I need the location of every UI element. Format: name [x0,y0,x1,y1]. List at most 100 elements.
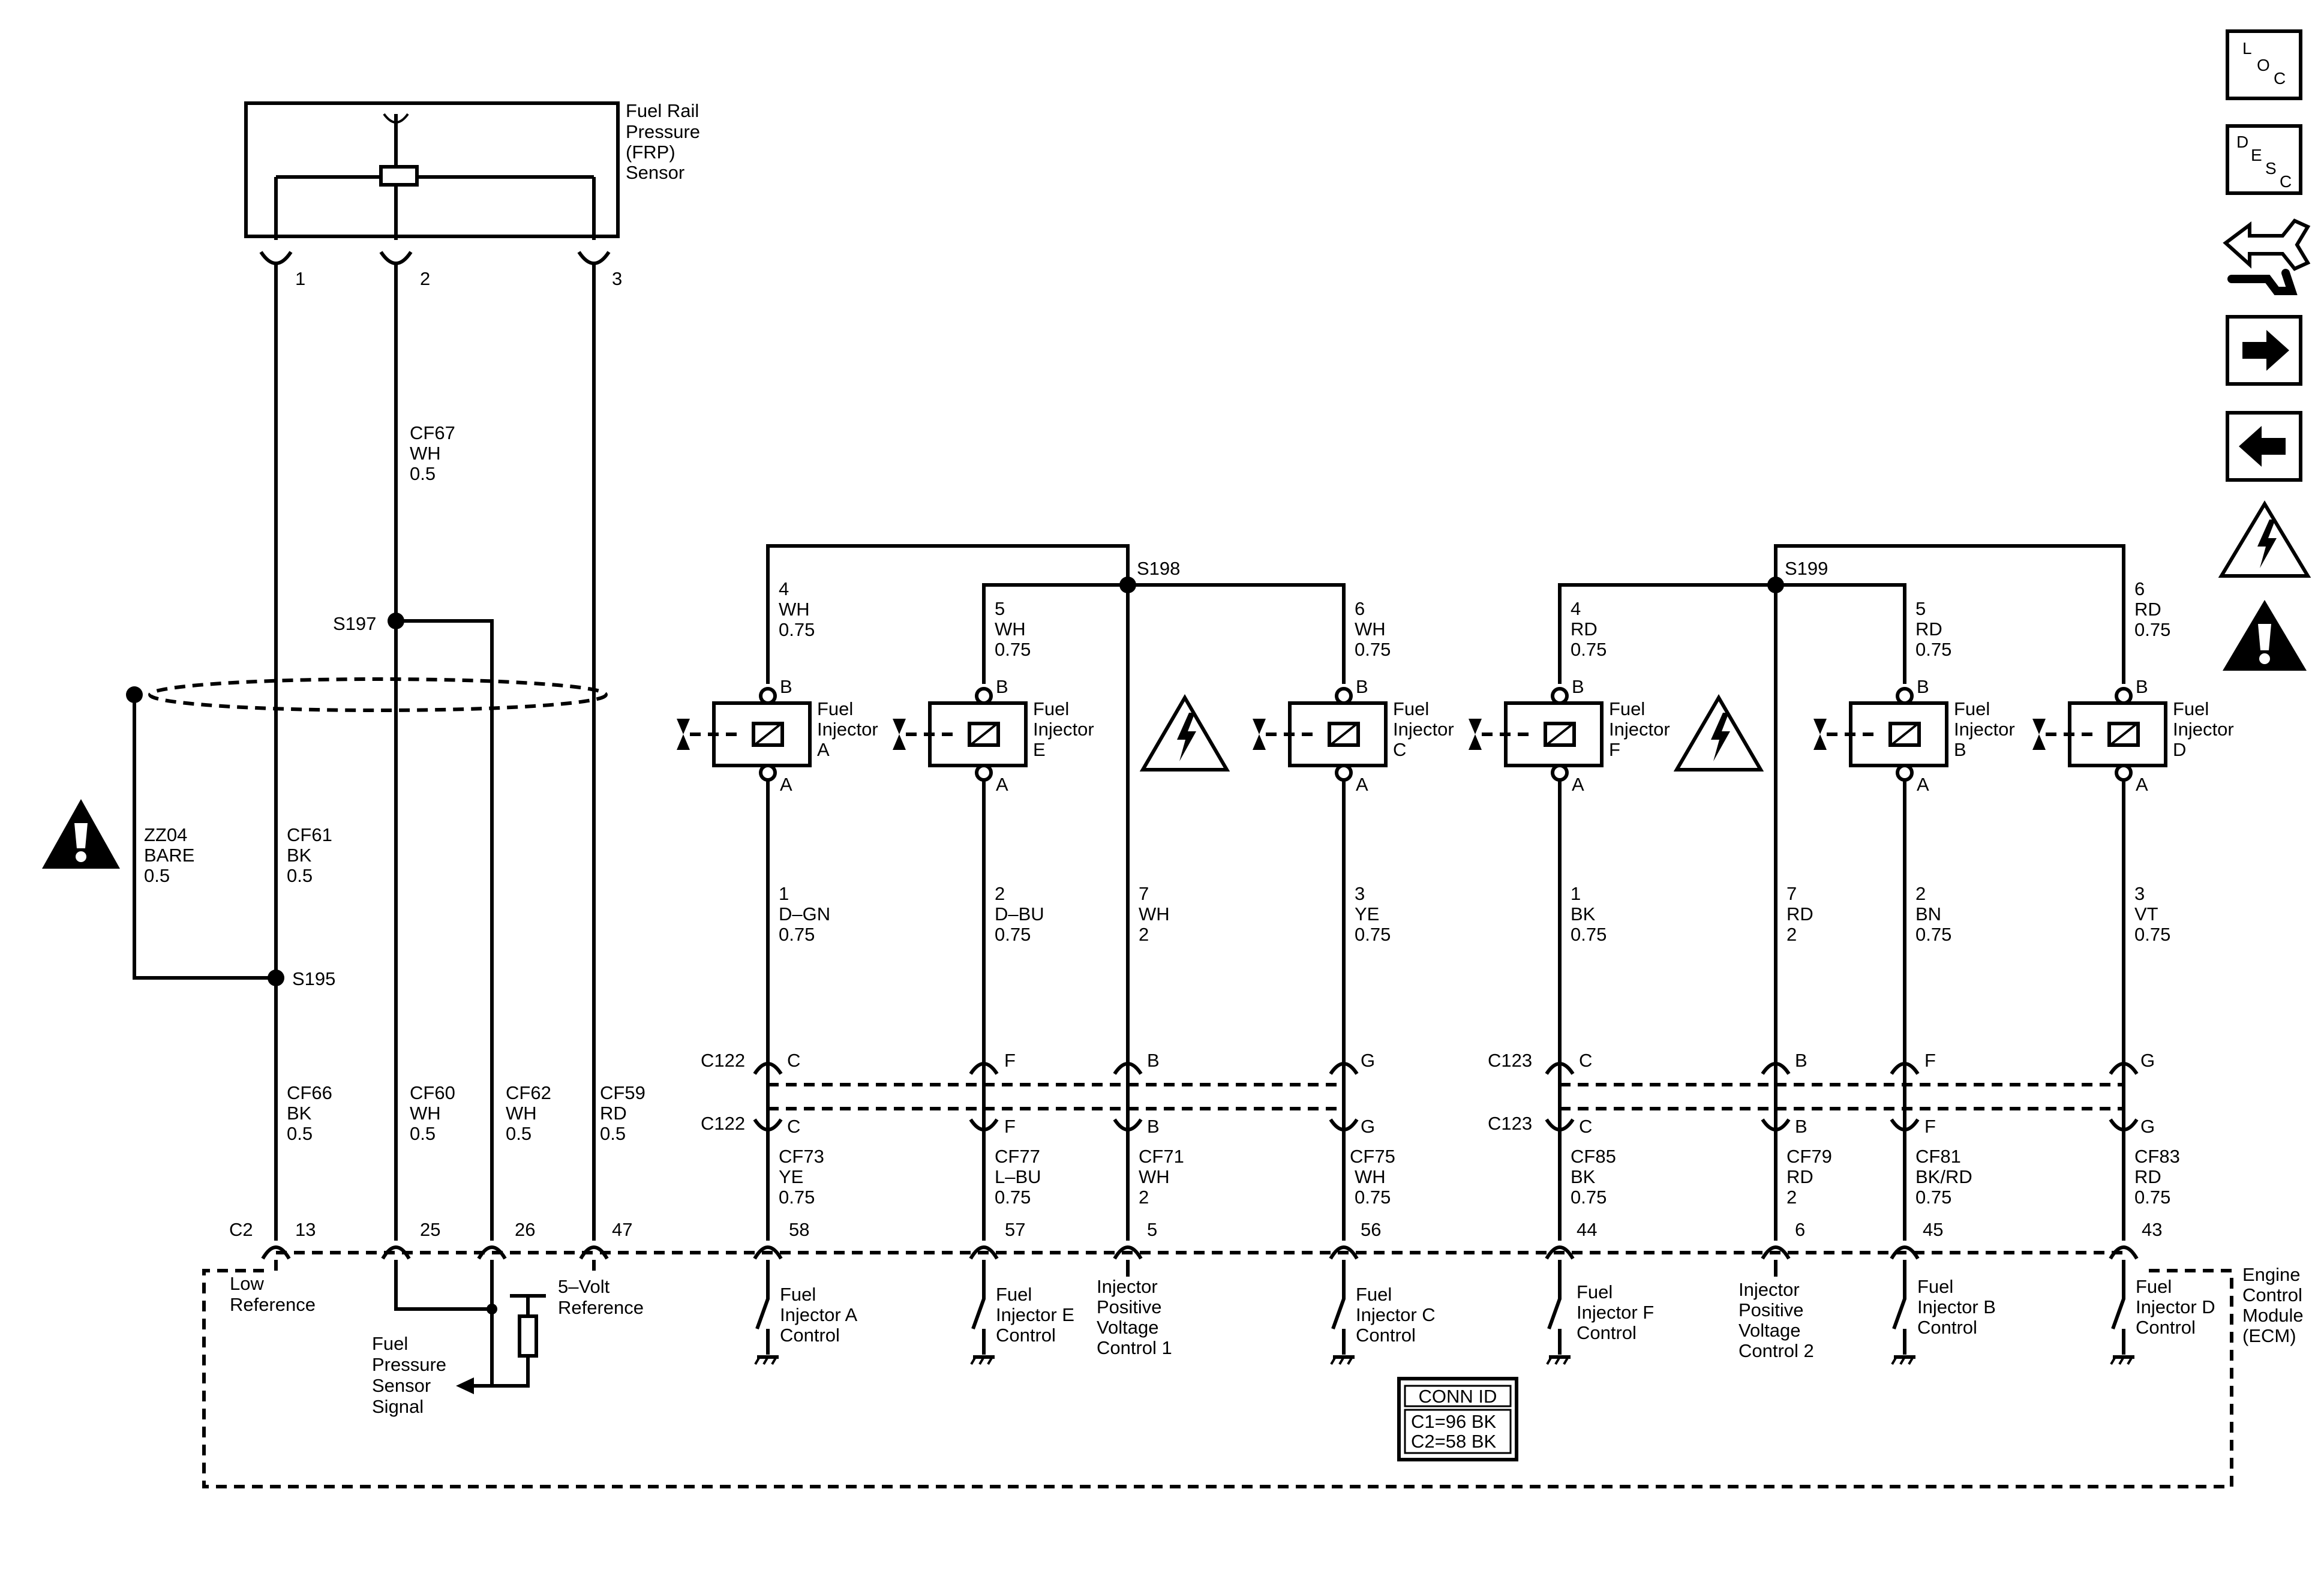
wire-2-dbu-size: 0.75 [995,924,1031,945]
ecm-ctrl-c-3: Control [1356,1325,1416,1346]
feed-wire-labels: 4 WH 0.75 5 WH 0.75 6 WH 0.75 4 RD 0.75 … [779,578,2170,660]
wire-1-bk-pin: 1 [1571,883,1581,904]
wire-cf66-id: CF66 [287,1082,332,1103]
wire-cf60-id: CF60 [410,1082,455,1103]
injector-f-pin-b: B [1572,676,1584,697]
injector-b-label-2: Injector [1954,719,2015,740]
c122-pin-c-top: C [787,1050,800,1071]
injector-c-pin-a: A [1356,774,1368,795]
wire-3-ye-pin: 3 [1355,883,1365,904]
injector-f [1469,687,1604,782]
ecm-pin-57: 57 [1005,1219,1025,1240]
injector-d-label-1: Fuel [2173,698,2209,719]
wire-cf77-id: CF77 [995,1146,1040,1167]
ecm-pin-25: 25 [420,1219,440,1240]
ecm-ipv2-3: Voltage [1739,1320,1800,1341]
high-voltage-button[interactable] [2218,500,2311,578]
injector-f-label-2: Injector [1609,719,1670,740]
c122-pin-f-top: F [1004,1050,1016,1071]
wire-cf61-size: 0.5 [287,865,313,886]
wire-cf85-color: BK [1571,1166,1596,1187]
injector-f-pin-a: A [1572,774,1584,795]
ecm-pin-13: 13 [295,1219,316,1240]
feed-c-pin: 6 [1355,598,1365,619]
drain-shield [148,677,608,712]
wire-3-vt-pin: 3 [2134,883,2145,904]
connector-c123-bottom: C123 [1488,1113,1532,1134]
c122-pin-b-bottom: B [1147,1116,1160,1137]
ecm-title-3: Module [2242,1305,2304,1326]
ecm-ctrl-b-1: Fuel [1917,1276,1953,1297]
wire-cf66-color: BK [287,1103,312,1124]
ecm-ctrl-e-2: Injector E [996,1304,1074,1325]
wire-cf73-color: YE [779,1166,803,1187]
feed-c-size: 0.75 [1355,639,1391,660]
wire-cf62-color: WH [506,1103,537,1124]
injector-a [677,687,812,782]
caution-button[interactable] [2223,600,2307,671]
connector-c122-bottom: C122 [701,1113,745,1134]
wire-cf59-size: 0.5 [600,1123,626,1144]
injector-bank-1: S198 [766,544,1346,1241]
feed-d-size: 0.75 [2134,619,2170,640]
c123-pin-b-top: B [1795,1050,1807,1071]
wire-cf79-color: RD [1786,1166,1813,1187]
splice-s199: S199 [1785,558,1828,579]
injector-d [2032,687,2167,782]
injector-c-label-2: Injector [1393,719,1454,740]
ecm-fp-signal-1: Fuel [372,1333,408,1354]
feed-a-color: WH [779,599,810,620]
wire-1-dgn-color: D–GN [779,903,830,924]
ecm-ctrl-d-3: Control [2136,1317,2196,1338]
description-button[interactable]: D E S C [2226,124,2302,195]
wire-7-rd-color: RD [1786,903,1813,924]
wire-cf73-size: 0.75 [779,1187,815,1208]
frp-pin-3: 3 [612,268,622,289]
wire-1-bk-size: 0.75 [1571,924,1607,945]
injector-f-label-3: F [1609,739,1620,760]
location-icon-c: C [2274,69,2286,88]
injector-d-pin-a: A [2136,774,2148,795]
feed-b-size: 0.75 [1915,639,1951,660]
mid-harness-labels: 1 D–GN 0.75 2 D–BU 0.75 7 WH 2 3 YE 0.75… [779,883,2170,945]
wire-cf62-id: CF62 [506,1082,551,1103]
ecm: C2 13 25 26 47 58 57 5 56 44 6 45 43 Eng… [202,1219,2304,1488]
next-page-button[interactable] [2226,315,2302,386]
wire-cf62-size: 0.5 [506,1123,532,1144]
wire-7-wh-size: 2 [1139,924,1149,945]
caution-icon[interactable] [42,799,120,869]
conn-id-c1: C1=96 BK [1411,1411,1497,1432]
wire-2-bn-size: 0.75 [1915,924,1951,945]
c123-pin-b-bottom: B [1795,1116,1807,1137]
wire-cf59-id: CF59 [600,1082,645,1103]
wire-cf75-size: 0.75 [1355,1187,1391,1208]
frp-sensor-label-4: Sensor [626,162,684,183]
injector-labels: Fuel Injector A Fuel Injector E Fuel Inj… [780,676,2234,795]
ecm-5v-ref-2: Reference [558,1297,644,1318]
feed-b-pin: 5 [1915,598,1926,619]
wire-cf81-size: 0.75 [1915,1187,1951,1208]
ecm-ctrl-a-3: Control [780,1325,840,1346]
wire-cf85-size: 0.75 [1571,1187,1607,1208]
feed-e-size: 0.75 [995,639,1031,660]
wire-2-dbu-color: D–BU [995,903,1044,924]
ecm-ipv1-2: Positive [1097,1296,1162,1317]
ecm-pin-26: 26 [515,1219,535,1240]
frp-sensor-label-1: Fuel Rail [626,100,699,121]
feed-a-pin: 4 [779,578,789,599]
c122-pin-c-bottom: C [787,1116,800,1137]
injector-a-label-1: Fuel [817,698,853,719]
frp-sensor-label-2: Pressure [626,121,700,142]
location-button[interactable]: L O C [2226,29,2302,100]
connector-end-view-button[interactable] [2223,218,2311,295]
ecm-title-1: Engine [2242,1264,2301,1285]
ecm-low-ref-2: Reference [230,1294,316,1315]
injector-c-label-3: C [1393,739,1406,760]
ecm-pin-43: 43 [2142,1219,2162,1240]
previous-page-button[interactable] [2226,411,2302,482]
bottom-wire-labels: CF73 YE 0.75 CF77 L–BU 0.75 CF71 WH 2 CF… [779,1146,2180,1208]
ecm-fp-signal-3: Sensor [372,1375,431,1396]
wire-cf79-id: CF79 [1786,1146,1832,1167]
injector-b-pin-b: B [1917,676,1929,697]
